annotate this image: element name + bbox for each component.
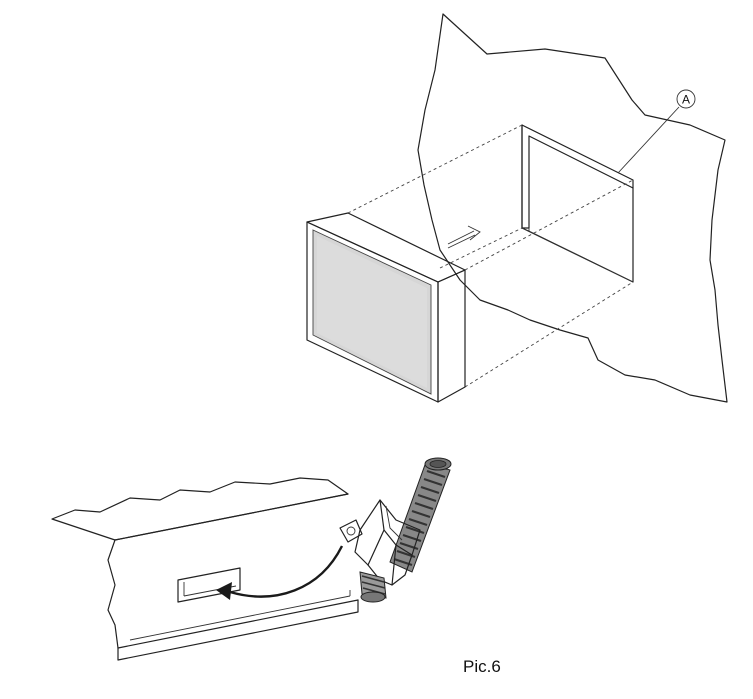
callout-a: A: [617, 89, 696, 174]
clamp-screw: [389, 457, 452, 573]
mounting-clamp: [339, 457, 452, 603]
display-device: [306, 212, 466, 403]
clamp-direction-arrow-icon: [216, 545, 344, 600]
callout-a-label: A: [682, 93, 690, 107]
panel-cutout: [521, 124, 634, 283]
panel-wall: [417, 13, 728, 403]
panel-edge: [51, 477, 359, 661]
projection-lines: [347, 124, 634, 388]
clamp-slot: [177, 567, 241, 603]
insertion-arrow-icon: [447, 225, 481, 249]
figure-caption: Pic.6: [463, 657, 501, 676]
